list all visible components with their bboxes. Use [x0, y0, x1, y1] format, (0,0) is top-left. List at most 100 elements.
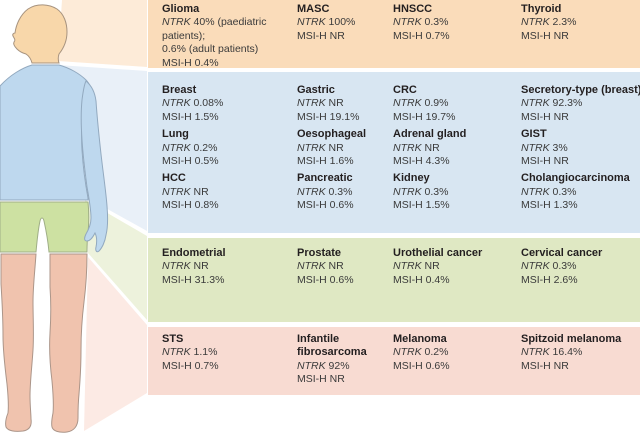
cancer-stat: MSI-H 2.6%: [521, 273, 578, 286]
cancer-name: Glioma: [162, 3, 200, 15]
cancer-stat: MSI-H 1.6%: [297, 155, 354, 168]
human-body-figure: [0, 0, 147, 433]
cancer-stat: MSI-H NR: [521, 155, 569, 168]
cancer-stat: NTRK 0.2%: [393, 346, 449, 359]
cancer-name: Urothelial cancer: [393, 247, 483, 259]
cancer-stat: NTRK 0.2%: [162, 141, 218, 154]
legs-band-connector: [84, 257, 147, 431]
cancer-stat: MSI-H NR: [297, 29, 345, 42]
cancer-name: Oesophageal: [297, 128, 367, 141]
cancer-name: GIST: [521, 128, 547, 141]
band-column: Secretory-type (breast)NTRK 92.3%MSI-H N…: [521, 84, 640, 217]
cancer-name: HNSCC: [393, 3, 433, 15]
cancer-name: Pancreatic: [297, 172, 353, 185]
cancer-stat: MSI-H 1.5%: [162, 110, 219, 123]
cancer-stat: NTRK NR: [297, 260, 344, 273]
cancer-stat: MSI-H 1.5%: [393, 199, 450, 212]
cancer-name: Cervical cancer: [521, 247, 603, 259]
cancer-stat: MSI-H 0.7%: [393, 29, 450, 42]
cancer-stat: NTRK 0.3%: [521, 185, 577, 198]
cancer-stat: NTRK NR: [162, 260, 209, 273]
head-band-connector: [58, 0, 147, 67]
cancer-stat: NTRK 0.3%: [521, 260, 577, 273]
cancer-stat: MSI-H NR: [521, 110, 569, 123]
cancer-stat: NTRK 0.08%: [162, 97, 224, 110]
cancer-stat: MSI-H 19.1%: [297, 110, 360, 123]
cancer-stat: NTRK NR: [393, 141, 440, 154]
cancer-stat: NTRK 92.3%: [521, 97, 583, 110]
cancer-name: Cholangiocarcinoma: [521, 172, 630, 185]
body-pelvis-region: [0, 201, 90, 253]
cancer-stat: MSI-H 0.6%: [393, 359, 450, 372]
cancer-stat: patients);: [162, 29, 206, 42]
cancer-name: Infantile fibrosarcoma: [297, 333, 367, 359]
cancer-stat: MSI-H 0.4%: [393, 273, 450, 286]
cancer-stat: MSI-H 19.7%: [393, 110, 456, 123]
cancer-name: Adrenal gland: [393, 128, 467, 141]
cancer-name: Spitzoid melanoma: [521, 333, 622, 345]
cancer-name: Prostate: [297, 247, 342, 259]
cancer-stat: MSI-H NR: [521, 359, 569, 372]
cancer-stat: MSI-H 0.4%: [162, 56, 219, 69]
cancer-name: CRC: [393, 84, 417, 96]
cancer-stat: MSI-H NR: [521, 29, 569, 42]
cancer-stat: MSI-H 4.3%: [393, 155, 450, 168]
cancer-stat: MSI-H 1.3%: [521, 199, 578, 212]
cancer-name: Melanoma: [393, 333, 447, 345]
cancer-name: Lung: [162, 128, 189, 141]
cancer-name: Endometrial: [162, 247, 226, 259]
cancer-stat: NTRK NR: [393, 260, 440, 273]
cancer-stat: NTRK 16.4%: [521, 346, 583, 359]
cancer-stat: NTRK 0.3%: [297, 185, 353, 198]
cancer-stat: 0.6% (adult patients): [162, 43, 259, 56]
cancer-name: STS: [162, 333, 184, 345]
cancer-stat: NTRK NR: [297, 97, 344, 110]
cancer-stat: MSI-H 0.7%: [162, 359, 219, 372]
cancer-stat: MSI-H 31.3%: [162, 273, 225, 286]
cancer-name: Breast: [162, 84, 197, 96]
cancer-name: MASC: [297, 3, 330, 15]
cancer-stat: NTRK 92%: [297, 359, 350, 372]
cancer-name: Secretory-type (breast): [521, 84, 640, 96]
cancer-stat: NTRK 100%: [297, 16, 356, 29]
cancer-stat: NTRK NR: [162, 185, 209, 198]
cancer-name: Kidney: [393, 172, 430, 185]
body-torso-region: [0, 64, 93, 201]
